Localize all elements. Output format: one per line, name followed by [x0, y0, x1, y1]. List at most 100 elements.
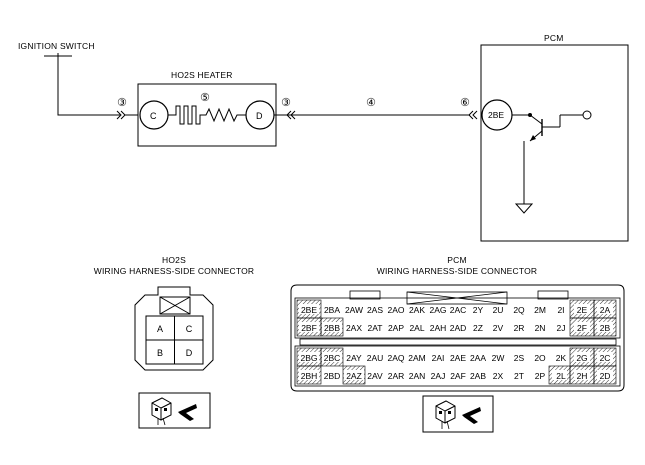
pcm-pin-2ab: 2AB — [470, 371, 486, 381]
pcm-pin-2ba: 2BA — [324, 305, 340, 315]
pcm-pin-2ad: 2AD — [450, 323, 467, 333]
pcm-connector-subtitle: WIRING HARNESS-SIDE CONNECTOR — [377, 266, 538, 276]
pcm-pin-2ax: 2AX — [346, 323, 362, 333]
pcm-pin-2ac: 2AC — [450, 305, 467, 315]
pcm-pin-2d: 2D — [600, 371, 611, 381]
pcm-pin-2bc: 2BC — [324, 353, 341, 363]
pcm-pin-2be-label: 2BE — [488, 110, 504, 120]
pcm-pin-2v: 2V — [493, 323, 504, 333]
pcm-pin-2ag: 2AG — [429, 305, 446, 315]
pcm-pin-2k: 2K — [556, 353, 567, 363]
pcm-pin-2z: 2Z — [473, 323, 483, 333]
pcm-pin-2m: 2M — [534, 305, 546, 315]
pcm-pin-2i: 2I — [557, 305, 564, 315]
pcm-pin-2ah: 2AH — [430, 323, 447, 333]
pcm-pin-2af: 2AF — [450, 371, 466, 381]
pcm-pin-2g: 2G — [576, 353, 587, 363]
transistor-collector — [529, 114, 543, 125]
ignition-switch-label: IGNITION SWITCH — [18, 41, 95, 51]
marker-pcm: ⑥ — [460, 97, 470, 109]
circuit-diagram: IGNITION SWITCH ③ HO2S HEATER C D ⑤ ③ ④ … — [18, 33, 629, 242]
pcm-pin-2ay: 2AY — [346, 353, 362, 363]
pcm-pin-2be: 2BE — [301, 305, 317, 315]
ho2s-connector-subtitle: WIRING HARNESS-SIDE CONNECTOR — [94, 266, 255, 276]
connector-arrow-left-1 — [116, 110, 122, 120]
marker-heater: ⑤ — [200, 92, 210, 104]
heater-element-resistor — [168, 105, 246, 125]
pcm-pin-2f: 2F — [577, 323, 587, 333]
ground-symbol — [514, 203, 534, 214]
pcm-pin-2aj: 2AJ — [431, 371, 446, 381]
heater-pin-c-label: C — [150, 111, 157, 121]
pcm-hatched-label-bg — [299, 304, 613, 380]
pcm-pin-2j: 2J — [557, 323, 566, 333]
output-terminal — [582, 110, 592, 120]
pcm-pin-2a: 2A — [600, 305, 611, 315]
pcm-pin-2t: 2T — [514, 371, 524, 381]
pcm-box — [480, 44, 629, 242]
pcm-pin-2bb: 2BB — [324, 323, 340, 333]
pcm-pin-2ao: 2AO — [387, 305, 404, 315]
pcm-pin-2u: 2U — [493, 305, 504, 315]
pcm-top-tab-2 — [537, 290, 569, 300]
ho2s-connector-title: HO2S — [162, 255, 186, 265]
pcm-pin-2s: 2S — [514, 353, 525, 363]
pcm-pin-2ar: 2AR — [388, 371, 405, 381]
pcm-lower-block — [294, 345, 621, 387]
pcm-middle-rail — [299, 338, 617, 346]
pcm-pin-2y: 2Y — [473, 305, 484, 315]
pcm-pin-2bf: 2BF — [301, 323, 317, 333]
pcm-pin-2bh: 2BH — [301, 371, 318, 381]
pcm-pin-2bd: 2BD — [324, 371, 341, 381]
pcm-pin-2at: 2AT — [368, 323, 383, 333]
marker-wire: ④ — [366, 97, 376, 109]
pcm-pin-2as: 2AS — [367, 305, 383, 315]
pcm-pin-2x: 2X — [493, 371, 504, 381]
ho2s-connector-latch — [159, 296, 191, 315]
pcm-pin-2bg: 2BG — [300, 353, 317, 363]
pcm-pin-2al: 2AL — [409, 323, 424, 333]
marker-right: ③ — [281, 97, 291, 109]
pcm-upper-block — [294, 297, 621, 339]
pcm-pin-2o: 2O — [534, 353, 546, 363]
pcm-pin-2aa: 2AA — [470, 353, 486, 363]
pcm-view-icon-box — [422, 395, 494, 433]
pcm-pin-2n: 2N — [535, 323, 546, 333]
pcm-pin-2l: 2L — [556, 371, 566, 381]
pcm-title: PCM — [544, 33, 564, 43]
latch-cross-2 — [159, 296, 191, 315]
ho2s-connector-outline — [134, 286, 214, 371]
marker-left: ③ — [117, 97, 127, 109]
ho2s-connector-view-icon — [151, 397, 197, 426]
transistor-emitter-arrow — [530, 135, 536, 141]
pcm-pin-2ak: 2AK — [409, 305, 425, 315]
ho2s-connector-section: HO2S WIRING HARNESS-SIDE CONNECTOR A C B… — [94, 255, 255, 429]
pcm-pin-2az: 2AZ — [346, 371, 362, 381]
pcm-pin-2h: 2H — [577, 371, 588, 381]
connector-arrow-pcm-2 — [472, 110, 478, 120]
pcm-pin-2aw: 2AW — [345, 305, 363, 315]
ho2s-pin-c: C — [186, 324, 193, 334]
pcm-connector-title: PCM — [447, 255, 467, 265]
heater-title: HO2S HEATER — [171, 70, 233, 80]
pcm-pin-2au: 2AU — [367, 353, 384, 363]
pcm-pin-2an: 2AN — [409, 371, 426, 381]
pcm-pin-2b: 2B — [600, 323, 611, 333]
pcm-pin-2ap: 2AP — [388, 323, 404, 333]
connector-arrow-right-2 — [290, 110, 296, 120]
pcm-pin-2ae: 2AE — [450, 353, 466, 363]
pcm-connector-view-icon — [435, 400, 481, 430]
connector-arrow-pcm-1 — [468, 110, 474, 120]
ho2s-pin-d: D — [186, 348, 193, 358]
pcm-connector-section: PCM WIRING HARNESS-SIDE CONNECTOR — [290, 255, 625, 433]
connector-arrow-right-1 — [286, 110, 292, 120]
pcm-pin-2aq: 2AQ — [387, 353, 404, 363]
pcm-connector-outline — [290, 284, 625, 392]
ho2s-pin-b: B — [157, 348, 163, 358]
pcm-pin-2q: 2Q — [513, 305, 525, 315]
pcm-pin-2am: 2AM — [408, 353, 425, 363]
pcm-pin-2p: 2P — [535, 371, 546, 381]
ho2s-view-icon-box — [138, 392, 211, 429]
heater-pin-d-label: D — [256, 111, 263, 121]
